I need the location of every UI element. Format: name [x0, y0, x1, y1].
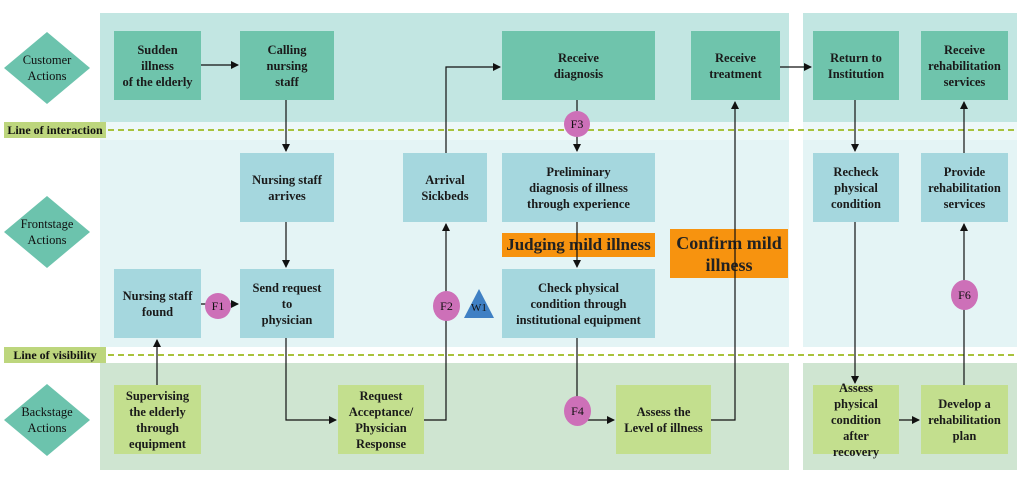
request-acceptance-step: Request Acceptance/ Physician Response [338, 385, 424, 454]
wait-point-label: W1 [471, 302, 487, 314]
wait-point-triangle [464, 289, 494, 318]
arrow-send-to-acceptance [285, 338, 337, 424]
arrow-sickbeds-to-diagnosis [445, 63, 501, 153]
customer-lane-band-left [100, 13, 789, 122]
receive-rehabilitation-step: Receive rehabilitation services [921, 31, 1008, 100]
sudden-illness-step: Sudden illness of the elderly [114, 31, 201, 100]
confirm-mild-illness-highlight: Confirm mild illness [670, 229, 788, 278]
line-of-visibility-label: Line of visibility [4, 347, 106, 363]
assess-level-of-illness-step: Assess the Level of illness [616, 385, 711, 454]
nursing-staff-found-step: Nursing staff found [114, 269, 201, 338]
arrival-sickbeds-step: Arrival Sickbeds [403, 153, 487, 222]
arrow-acceptance-to-sickbeds [424, 223, 450, 421]
fail-point-f1: F1 [205, 293, 231, 319]
line-of-interaction-label: Line of interaction [4, 122, 106, 138]
fail-point-f4: F4 [564, 396, 591, 426]
calling-nursing-staff-step: Calling nursing staff [240, 31, 334, 100]
recheck-physical-condition-step: Recheck physical condition [813, 153, 899, 222]
provide-rehabilitation-step: Provide rehabilitation services [921, 153, 1008, 222]
preliminary-diagnosis-step: Preliminary diagnosis of illness through… [502, 153, 655, 222]
return-to-institution-step: Return to Institution [813, 31, 899, 100]
receive-diagnosis-step: Receive diagnosis [502, 31, 655, 100]
nursing-staff-arrives-step: Nursing staff arrives [240, 153, 334, 222]
develop-rehabilitation-plan-step: Develop a rehabilitation plan [921, 385, 1008, 454]
fail-point-f2: F2 [433, 291, 460, 321]
interaction-strip-left [100, 122, 789, 140]
receive-treatment-step: Receive treatment [691, 31, 780, 100]
fail-point-f3: F3 [564, 111, 590, 137]
check-physical-condition-step: Check physical condition through institu… [502, 269, 655, 338]
fail-point-f6: F6 [951, 280, 978, 310]
arrow-assess-to-treatment [711, 101, 739, 421]
judging-mild-illness-highlight: Judging mild illness [502, 233, 655, 257]
supervising-elderly-step: Supervising the elderly through equipmen… [114, 385, 201, 454]
send-request-step: Send request to physician [240, 269, 334, 338]
